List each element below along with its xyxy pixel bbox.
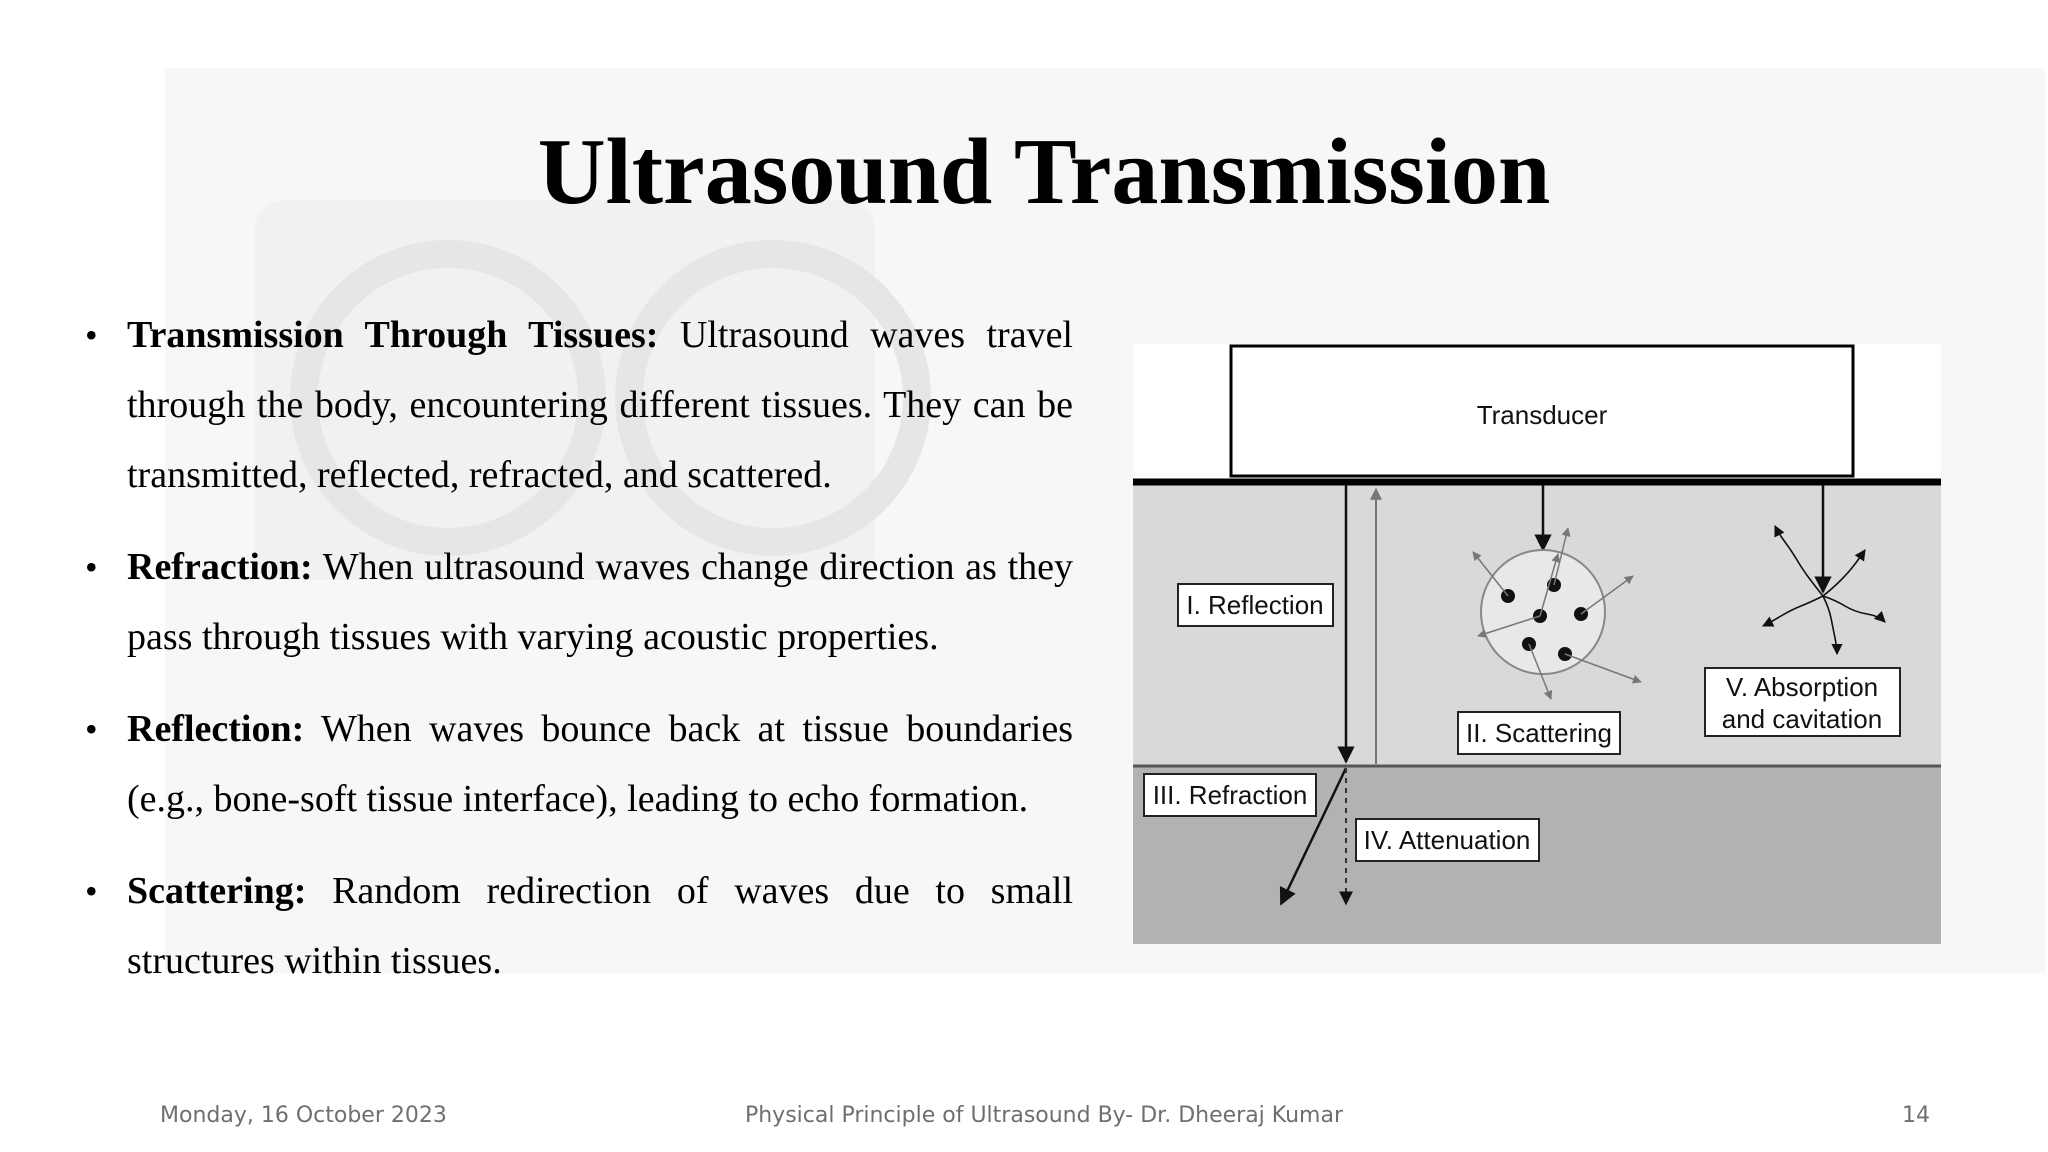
bullet-list: • Transmission Through Tissues: Ultrasou… (85, 300, 1073, 1018)
bullet-term: Refraction: (127, 546, 313, 588)
bullet-term: Transmission Through Tissues: (127, 314, 659, 356)
refraction-arrows (1279, 767, 1353, 906)
scattering-label-box: II. Scattering (1457, 711, 1621, 755)
bullet-item-scattering: • Scattering: Random redirection of wave… (85, 856, 1073, 996)
bullet-text: When ultrasound waves change direction a… (127, 546, 1073, 658)
reflection-label-box: I. Reflection (1177, 583, 1334, 627)
bullet-item-transmission: • Transmission Through Tissues: Ultrasou… (85, 300, 1073, 510)
svg-text:V. Absorption: V. Absorption (1726, 672, 1878, 702)
transducer-box: Transducer (1229, 344, 1855, 478)
bullet-marker: • (85, 871, 98, 911)
bullet-text: When waves bounce back at tissue boundar… (127, 708, 1073, 820)
bullet-text: Random redirection of waves due to small… (127, 870, 1073, 982)
bullet-marker: • (85, 547, 98, 587)
transducer-label: Transducer (1477, 400, 1608, 430)
slide-title: Ultrasound Transmission (537, 120, 1551, 224)
absorption-illustration (1761, 485, 1886, 656)
bullet-marker: • (85, 709, 98, 749)
refraction-label-box: III. Refraction (1143, 773, 1317, 817)
svg-text:III. Refraction: III. Refraction (1153, 780, 1308, 810)
footer-title: Physical Principle of Ultrasound By- Dr.… (744, 1103, 1344, 1128)
footer-date: Monday, 16 October 2023 (160, 1103, 447, 1128)
svg-text:II. Scattering: II. Scattering (1466, 718, 1612, 748)
svg-text:IV. Attenuation: IV. Attenuation (1364, 825, 1531, 855)
page-number: 14 (1902, 1103, 1930, 1128)
scattering-illustration (1472, 485, 1642, 700)
bullet-item-reflection: • Reflection: When waves bounce back at … (85, 694, 1073, 834)
bullet-text: Ultrasound waves travel through the body… (127, 314, 1073, 496)
svg-text:and cavitation: and cavitation (1722, 704, 1882, 734)
bullet-term: Scattering: (127, 870, 307, 912)
ultrasound-interaction-diagram: Transducer I. Reflection (1133, 344, 1941, 944)
attenuation-label-box: IV. Attenuation (1355, 818, 1540, 862)
bullet-marker: • (85, 315, 98, 355)
absorption-label-box: V. Absorption and cavitation (1704, 667, 1901, 737)
svg-text:I. Reflection: I. Reflection (1186, 590, 1323, 620)
reflection-arrows (1337, 485, 1382, 764)
bullet-item-refraction: • Refraction: When ultrasound waves chan… (85, 532, 1073, 672)
bullet-term: Reflection: (127, 708, 305, 750)
